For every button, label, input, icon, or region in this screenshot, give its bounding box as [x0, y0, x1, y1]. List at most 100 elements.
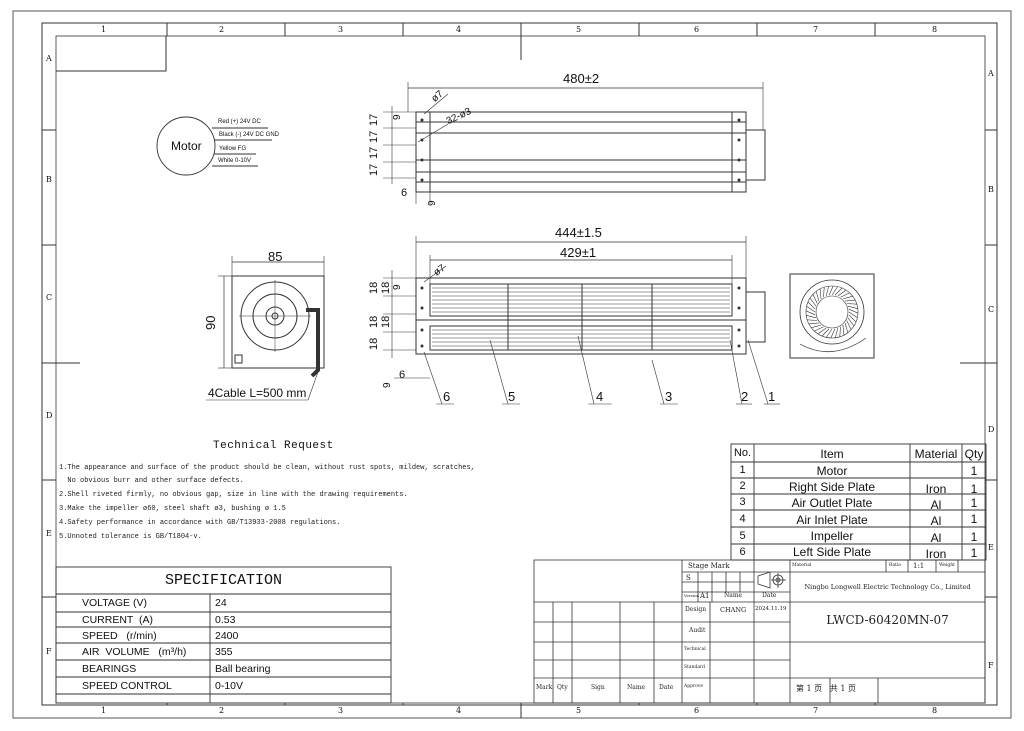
grid-row-a: A: [46, 54, 52, 63]
tb-stage-s: S: [686, 574, 691, 582]
grid-col-2: 2: [219, 25, 225, 34]
cable-note: 4Cable L=500 mm: [208, 386, 307, 400]
impeller-blade: [806, 315, 817, 319]
dim-side-width: 85: [268, 249, 283, 264]
grid-row-d-right: D: [988, 425, 995, 434]
impeller-blade: [815, 291, 820, 302]
bom-row-6-no: 6: [739, 546, 746, 558]
bom-header-item: Item: [820, 447, 844, 461]
grid-row-a-right: A: [988, 69, 994, 78]
grid-row-f-right: F: [988, 661, 994, 670]
grid-col-8-bottom: 8: [932, 706, 938, 715]
tb-version: A1: [700, 592, 710, 600]
bom-row-6-material: Iron: [925, 547, 947, 561]
grid-row-c-right: C: [988, 305, 995, 314]
wire-black-label: Black (-) 24V DC GND: [219, 132, 280, 138]
motor-wiring-diagram: [156, 116, 272, 176]
tb-ratio-label: Ratio: [889, 563, 902, 568]
bom-row-5-material: Al: [930, 531, 942, 545]
bom-row-3-qty: 1: [970, 496, 978, 510]
dim-pitch-top-3: 17: [368, 146, 380, 159]
tb-company: Ningbo Longwell Electric Technology Co.,…: [804, 583, 971, 591]
dim-edge-top-a: 6: [401, 187, 408, 199]
tb-col-date-label: Date: [659, 684, 674, 691]
impeller-blade: [840, 292, 850, 298]
grid-col-1-bottom: 1: [101, 706, 107, 715]
impeller-blade: [807, 301, 816, 310]
impeller-blade: [812, 294, 818, 304]
tb-approve-label: Approve: [684, 684, 704, 689]
bom-row-3-material: Al: [930, 498, 942, 512]
technical-request-line-1: 1.The appearance and surface of the prod…: [59, 464, 475, 472]
balloon-1: 1: [768, 389, 776, 404]
bom-row-2-material: Iron: [925, 482, 947, 496]
impeller-blade: [844, 299, 856, 302]
impeller-blade: [808, 322, 820, 325]
bom-header-material: Material: [914, 447, 958, 461]
dim-pitch-top-4: 17: [368, 163, 380, 176]
dim-pitch-front-5: 18: [368, 337, 380, 350]
spec-speed-control-label: SPEED CONTROL: [82, 680, 172, 692]
impeller-blade: [847, 317, 855, 327]
technical-request-title: Technical Request: [213, 440, 334, 452]
wire-red-label: Red (+) 24V DC: [218, 119, 261, 125]
balloon-2: 2: [741, 389, 749, 404]
impeller-blade: [835, 327, 839, 338]
bom-header-qty: Qty: [964, 447, 984, 461]
bom-row-5-no: 5: [739, 530, 746, 542]
front-view-screws: [420, 286, 741, 348]
bom-row-6-item: Left Side Plate: [792, 545, 872, 559]
tb-stage-mark: Stage Mark: [688, 562, 730, 570]
bom-row-6-qty: 1: [970, 546, 978, 560]
technical-request-line-4: 3.Make the impeller ø60, steel shaft ø3,…: [59, 505, 286, 513]
bom-row-2-qty: 1: [970, 482, 978, 496]
bom-row-3-item: Air Outlet Plate: [791, 496, 873, 510]
bom-row-4-item: Air Inlet Plate: [796, 513, 868, 527]
spec-table-grid: [55, 566, 392, 704]
tb-name-label: Name: [724, 592, 743, 599]
spec-speed-label: SPEED (r/min): [82, 630, 157, 642]
spec-voltage-label: VOLTAGE (V): [82, 597, 147, 609]
dim-front-inner: 429±1: [560, 245, 597, 260]
impeller-blade: [823, 287, 825, 298]
grid-col-5-bottom: 5: [576, 706, 582, 715]
dim-front-overall: 444±1.5: [555, 225, 602, 240]
tb-weight-label: Weight: [939, 563, 955, 568]
impeller-blade: [809, 297, 817, 307]
dim-edge-top-b: 9: [427, 200, 438, 206]
impeller-blade: [825, 286, 829, 297]
tb-col-name-label: Name: [627, 684, 646, 691]
grid-row-d: D: [46, 411, 53, 420]
spec-air-volume-label: AIR VOLUME (m³/h): [82, 646, 187, 658]
impeller-blade: [847, 305, 858, 309]
wire-yellow-label: Yellow FG: [219, 146, 247, 152]
bom-row-1-item: Motor: [816, 464, 848, 478]
impeller-blade: [834, 287, 843, 296]
impeller-blade: [831, 286, 838, 296]
tb-qty-label: Qty: [557, 684, 568, 691]
projection-symbol-icon: [757, 571, 786, 589]
tb-date-label: Date: [762, 592, 777, 599]
dim-pitch-front-6: 9: [392, 284, 403, 290]
impeller-blade: [839, 326, 841, 337]
grid-col-7-bottom: 7: [813, 706, 819, 715]
balloon-4: 4: [596, 389, 604, 404]
grid-col-2-bottom: 2: [219, 706, 225, 715]
tb-mark-label: Mark: [536, 684, 553, 691]
grid-col-4: 4: [456, 25, 462, 34]
spec-speed-value: 2400: [215, 630, 239, 642]
top-view-screws: [420, 118, 741, 182]
impeller-blade: [830, 328, 836, 339]
grid-col-8: 8: [932, 25, 938, 34]
grid-col-3-bottom: 3: [338, 706, 344, 715]
bom-row-2-no: 2: [739, 480, 746, 492]
dim-side-height: 90: [203, 315, 218, 330]
dim-pitch-top-5: 9: [392, 114, 403, 120]
impeller-blade: [828, 285, 834, 296]
impeller-blade: [811, 324, 822, 329]
impeller-blade: [807, 319, 818, 321]
bom-row-1-no: 1: [739, 464, 746, 476]
bom-row-3-no: 3: [739, 496, 746, 508]
impeller-blade: [819, 288, 822, 300]
